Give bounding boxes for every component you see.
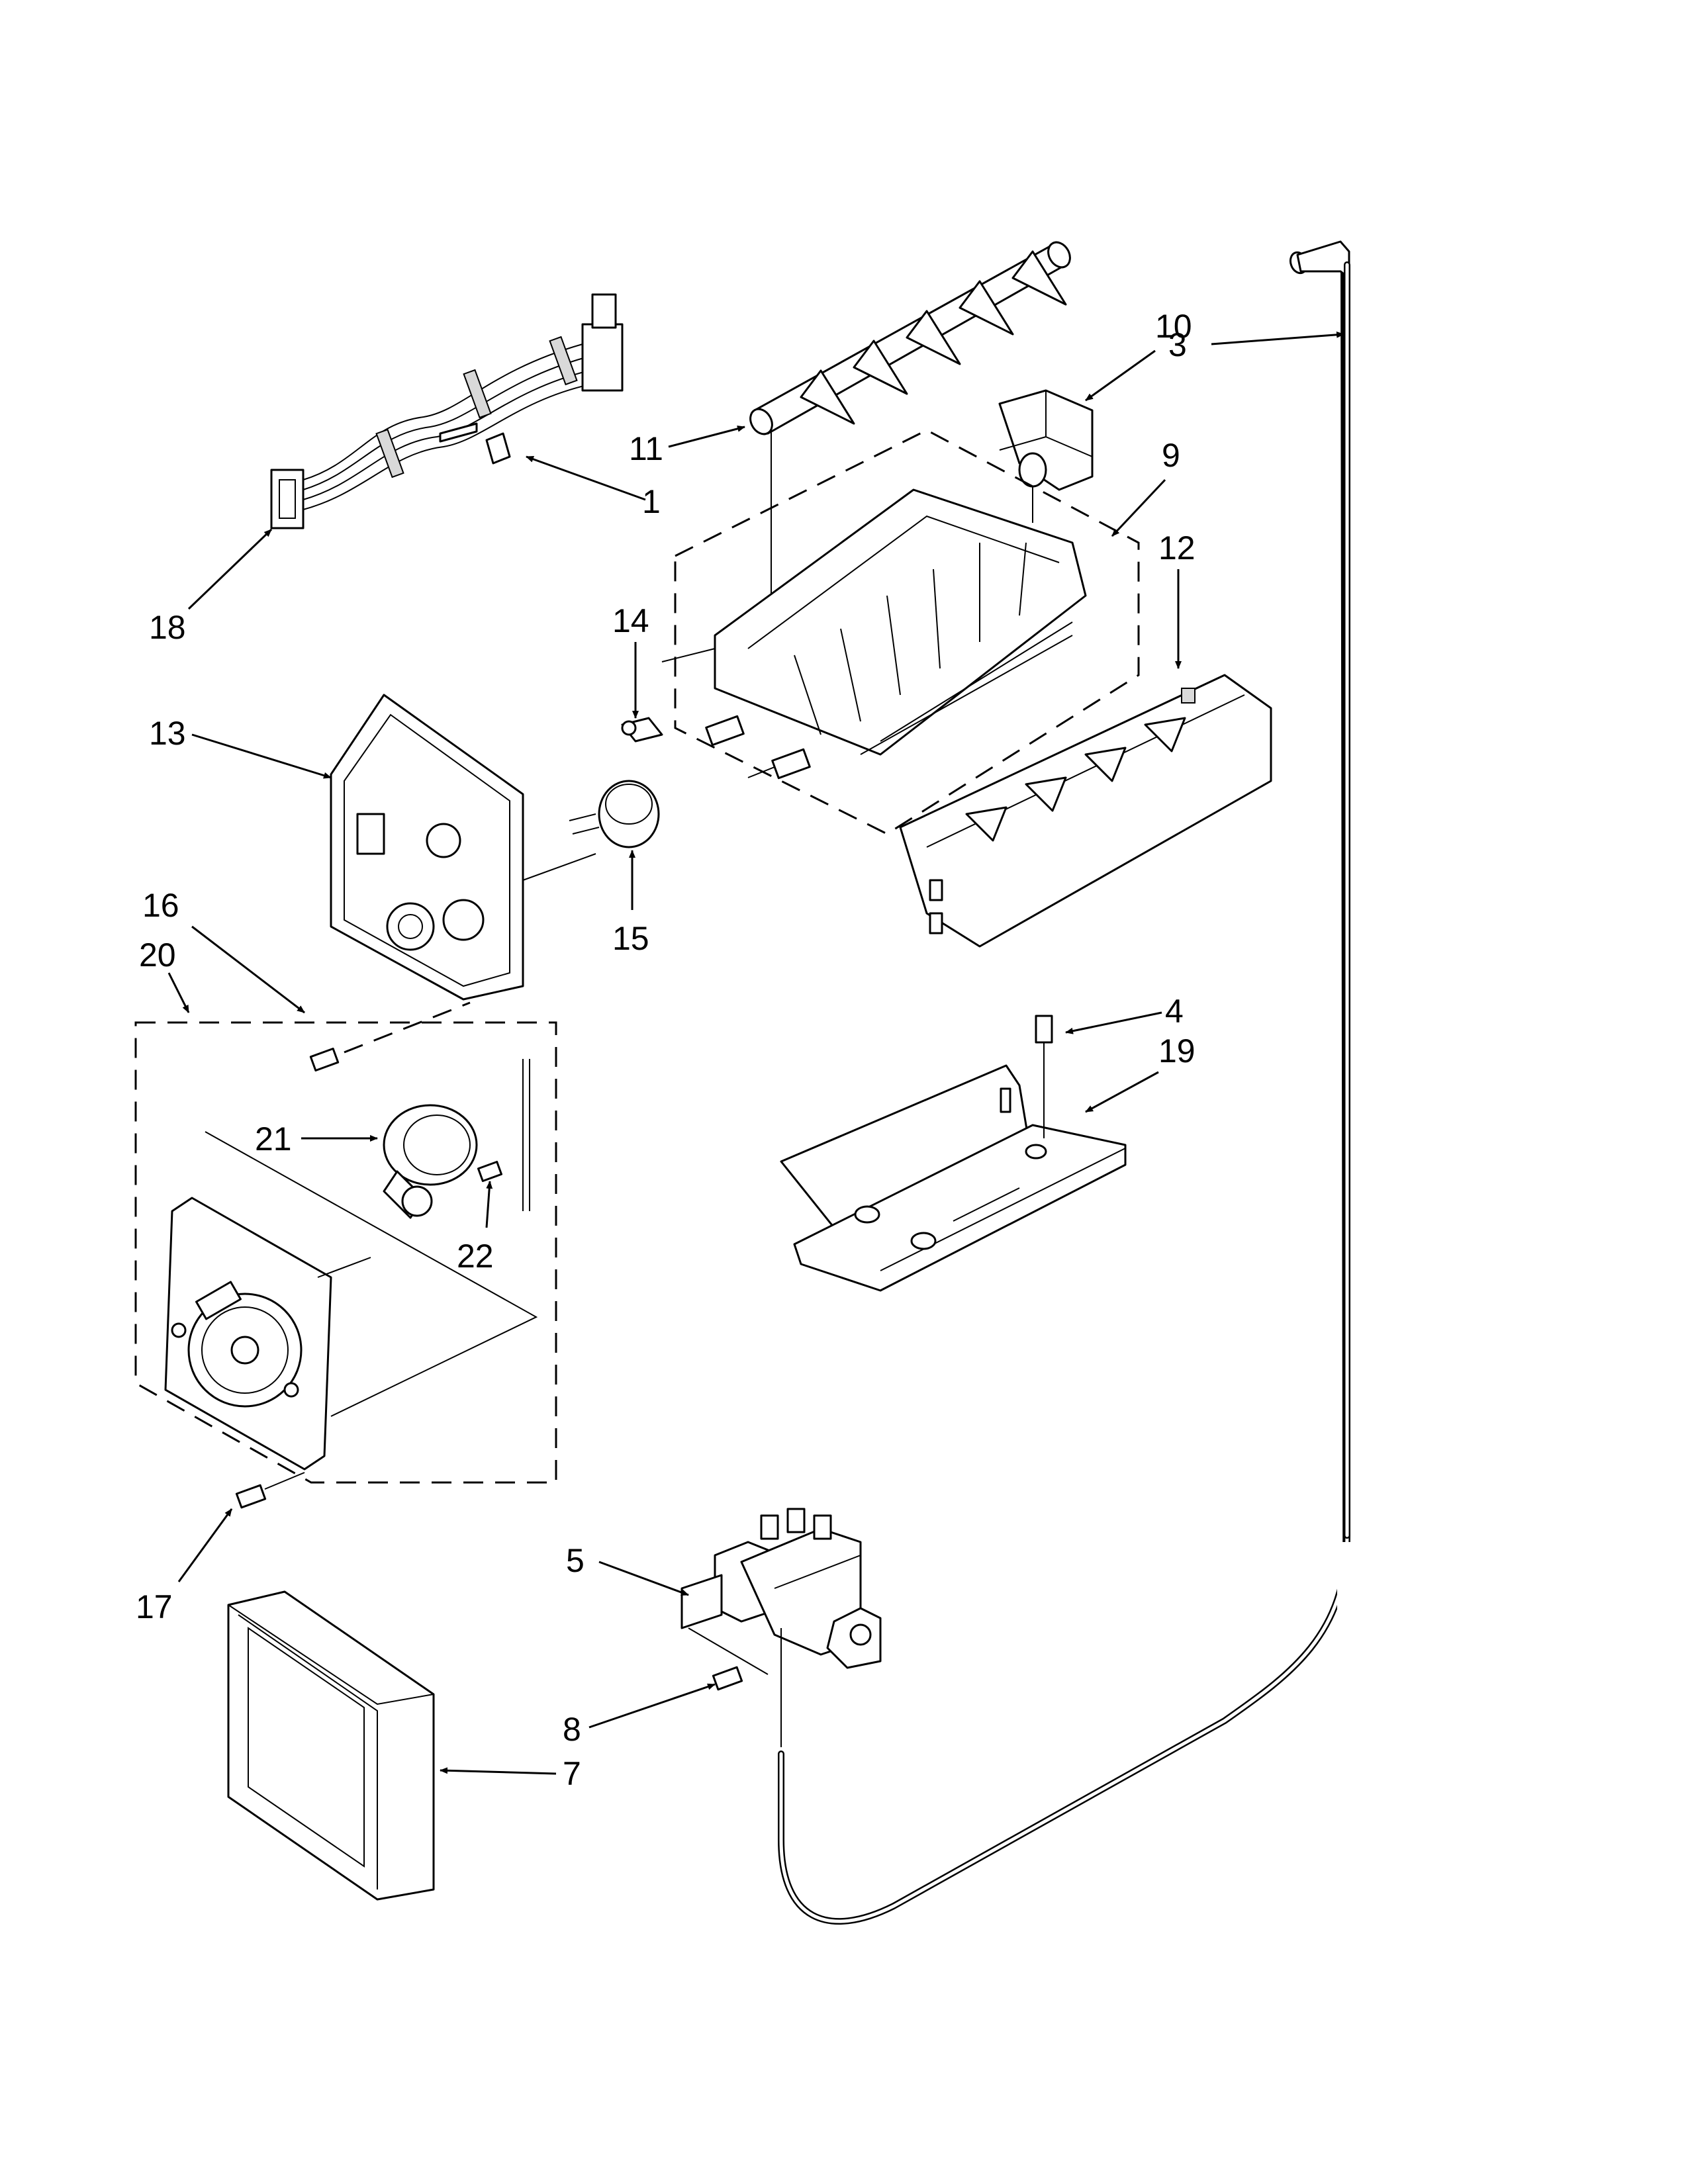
callout-3: 3 bbox=[1168, 326, 1187, 363]
filter-box-part bbox=[227, 1590, 435, 1901]
callout-9: 9 bbox=[1162, 437, 1180, 474]
callout-15: 15 bbox=[612, 920, 649, 957]
callout-8: 8 bbox=[563, 1711, 581, 1748]
ejector-shaft-part bbox=[749, 241, 1071, 622]
callout-21: 21 bbox=[255, 1120, 292, 1158]
control-assembly-part bbox=[134, 1021, 557, 1484]
callout-18: 18 bbox=[149, 609, 186, 646]
mold-heater-assembly-part bbox=[661, 429, 1140, 835]
callout-16: 16 bbox=[142, 887, 179, 924]
callout-11: 11 bbox=[629, 430, 663, 467]
callout-4: 4 bbox=[1165, 993, 1184, 1030]
callout-20: 20 bbox=[139, 936, 176, 974]
water-valve-part bbox=[680, 1508, 882, 1747]
control-housing-part bbox=[330, 694, 596, 1001]
stripper-part bbox=[899, 674, 1272, 948]
callout-labels: 1 3 4 5 7 8 9 10 11 12 13 14 15 16 17 18… bbox=[136, 308, 1196, 1792]
fill-cup-part bbox=[998, 389, 1094, 523]
callout-13: 13 bbox=[149, 715, 186, 752]
callout-22: 22 bbox=[457, 1238, 494, 1275]
screw-16-part bbox=[309, 1001, 471, 1071]
callout-17: 17 bbox=[136, 1588, 173, 1625]
screw-17-part bbox=[235, 1472, 305, 1509]
thermostat-part bbox=[569, 717, 663, 848]
callout-19: 19 bbox=[1158, 1032, 1196, 1069]
callout-10: 10 bbox=[1155, 308, 1192, 345]
leader-lines bbox=[167, 331, 1344, 1775]
callout-14: 14 bbox=[612, 602, 649, 639]
callout-7: 7 bbox=[563, 1755, 581, 1792]
cover-part bbox=[780, 1015, 1127, 1292]
callout-5: 5 bbox=[566, 1542, 585, 1579]
callout-12: 12 bbox=[1158, 529, 1196, 567]
callout-1: 1 bbox=[642, 483, 661, 520]
wire-harness-part bbox=[270, 293, 624, 529]
